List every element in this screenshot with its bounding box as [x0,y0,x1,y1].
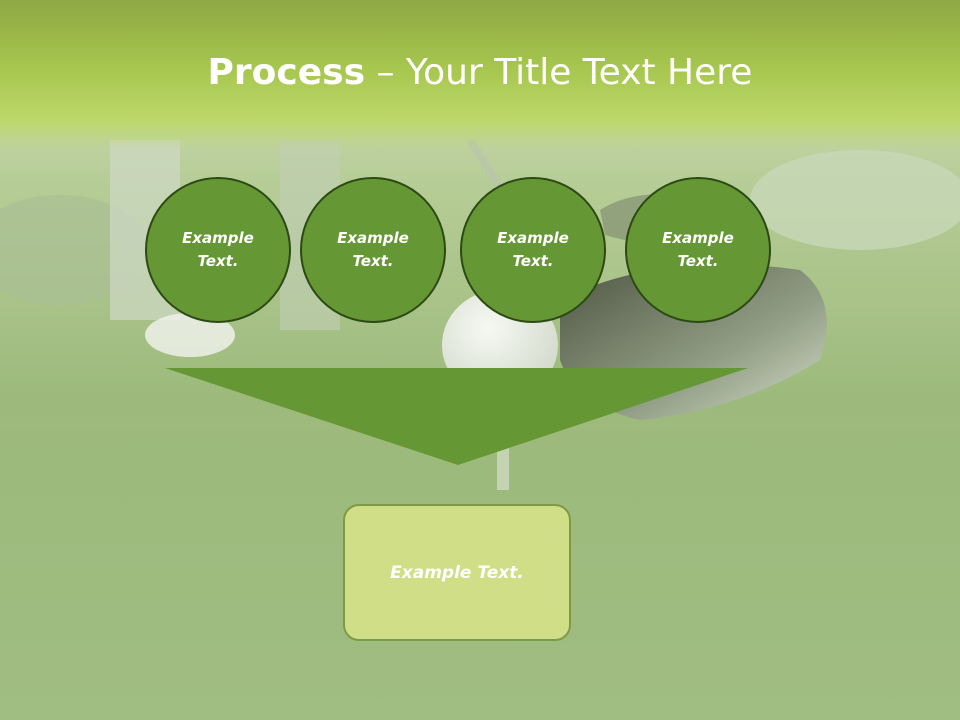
process-step-4-circle: Example Text. [625,177,771,323]
process-step-1-label: Example Text. [182,229,254,270]
process-step-3-label: Example Text. [497,229,569,270]
process-step-1-circle: Example Text. [145,177,291,323]
process-step-3-circle: Example Text. [460,177,606,323]
process-step-2-label: Example Text. [337,229,409,270]
result-box-label: Example Text. [390,562,524,583]
slide-title: Process – Your Title Text Here [0,52,960,93]
title-band [0,0,960,150]
result-box: Example Text. [343,504,571,641]
process-step-2-circle: Example Text. [300,177,446,323]
funnel-triangle [165,368,748,465]
title-rest-part: – Your Title Text Here [365,52,753,93]
process-step-4-label: Example Text. [662,229,734,270]
title-bold-part: Process [207,52,366,93]
